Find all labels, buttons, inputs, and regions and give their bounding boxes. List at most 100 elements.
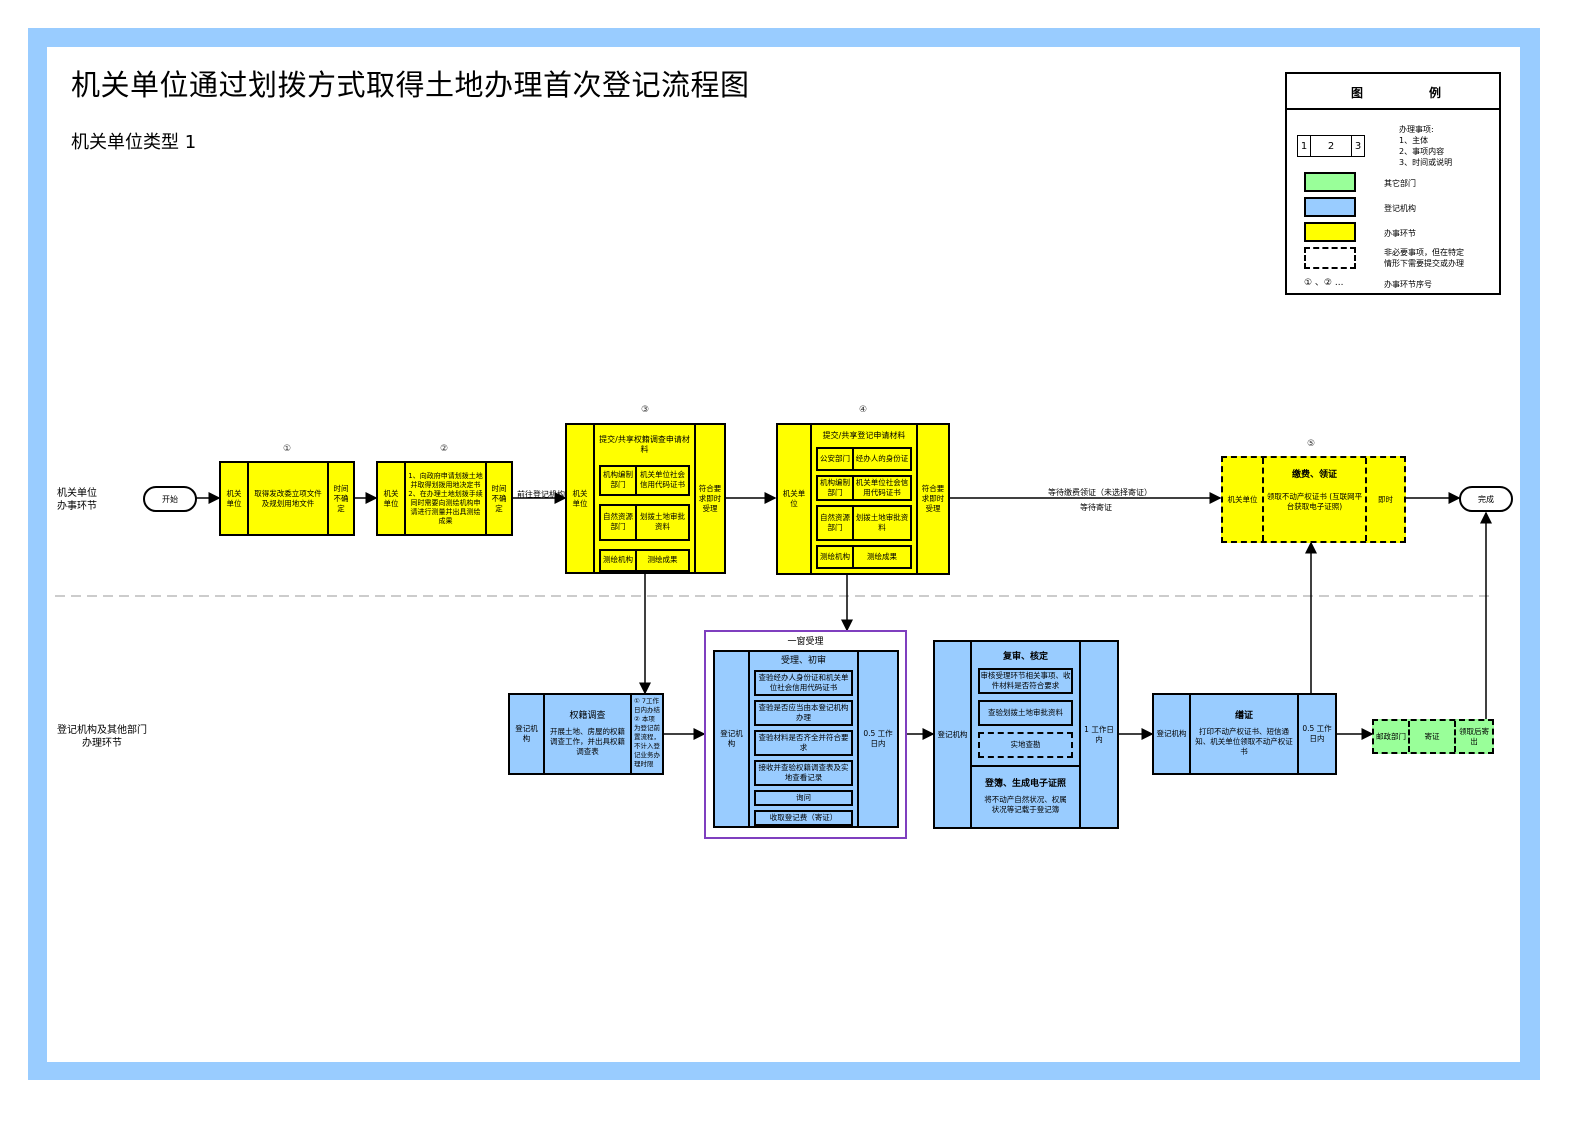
survey-note: ① 7工作日内办结 ② 本项为登记前置流程，不计入登记业务办理时限 (630, 695, 662, 773)
certificate-main: 缮证 打印不动产权证书、短信通知、机关单位领取不动产权证书 (1189, 695, 1297, 773)
legend-swatch-registration (1304, 197, 1356, 217)
lane-label-line: 机关单位 (57, 488, 97, 499)
step-header: 缴费、领证 (1291, 470, 1337, 480)
material-item: 机构编制部门 机关单位社会信用代码证书 (816, 475, 912, 501)
step-content: 领取不动产权证书 (互联网平台获取电子证照) (1266, 492, 1363, 511)
material-doc: 测绘成果 (867, 552, 897, 561)
post-subject: 邮政部门 (1376, 731, 1406, 741)
start-node[interactable]: 开始 (143, 486, 197, 512)
lane-label-line: 办事环节 (57, 501, 97, 512)
post-note: 领取后寄出 (1454, 721, 1492, 752)
survey-subject: 登记机构 (515, 724, 538, 743)
legend-swatch-applicant-step (1304, 222, 1356, 242)
legend-header: 图 例 (1287, 74, 1499, 110)
survey-header: 权籍调查 (569, 711, 606, 721)
legend-sample-cell: 1 (1298, 136, 1311, 156)
legend-line: 非必要事项，但在特定 (1384, 248, 1464, 257)
step-number: ③ (641, 405, 650, 415)
step-header: 提交/共享登记申请材料 (822, 431, 906, 440)
arrow-label-to-registry: 前往登记机构 (517, 490, 565, 499)
step-time: 符合要求即时受理 (694, 425, 724, 572)
step-number: ④ (859, 405, 868, 415)
review-item: 审核受理环节相关事项、收件材料是否符合要求 (978, 668, 1073, 694)
window-acceptance-frame (704, 630, 907, 839)
material-item: 机构编制部门 机关单位社会信用代码证书 (599, 465, 690, 496)
window-time: 0.5 工作日内 (857, 652, 897, 826)
lane-label-registry: 登记机构及其他部门 办理环节 (50, 724, 154, 750)
certificate-header: 缮证 (1234, 711, 1253, 721)
step-subject: 机关单位 (572, 488, 588, 508)
step-4-box[interactable]: 机关单位 提交/共享登记申请材料 公安部门 经办人的身份证 机构编制部门 机关单… (776, 423, 950, 575)
material-item: 自然资源部门 划拨土地审批资料 (816, 505, 912, 541)
legend-label-seq: 办事环节序号 (1384, 280, 1432, 289)
post-content: 寄证 (1408, 721, 1454, 752)
step-1-box[interactable]: 机关单位 取得发改委立项文件及规划用地文件 时间不确定 (219, 461, 355, 536)
arrow-label-wait-pay: 等待缴费领证（未选择寄证） (1048, 488, 1152, 497)
survey-main: 权籍调查 开展土地、房屋的权籍调查工作，并出具权籍调查表 (543, 695, 630, 773)
step-subject: 机关单位 (226, 488, 242, 508)
window-box[interactable]: 登记机构 受理、初审 查验经办人身份证和机关单位社会信用代码证书 查验是否应当由… (713, 650, 899, 828)
check-item: 查验材料是否齐全并符合要求 (754, 730, 853, 756)
material-doc: 经办人的身份证 (855, 454, 909, 463)
legend-item-desc: 办理事项: 1、主体 2、事项内容 3、时间或说明 (1399, 124, 1452, 168)
step-header: 提交/共享权籍调查申请材料 (599, 435, 690, 454)
review-item: 查验划拨土地审批资料 (978, 700, 1073, 726)
material-dept: 自然资源部门 (818, 507, 854, 539)
review-section: 复审、核定 审核受理环节相关事项、收件材料是否符合要求 查验划拨土地审批资料 实… (972, 642, 1079, 767)
step-subject: 机关单位 (383, 488, 399, 508)
material-dept: 测绘机构 (818, 547, 854, 567)
review-time: 1 工作日内 (1079, 642, 1117, 827)
legend-label-other-dept: 其它部门 (1384, 179, 1416, 188)
step-3-box[interactable]: 机关单位 提交/共享权籍调查申请材料 机构编制部门 机关单位社会信用代码证书 自… (565, 423, 726, 574)
step-2-box[interactable]: 机关单位 1、向政府申请划拨土地并取得划拨用地决定书 2、在办理土地划拨手续同时… (376, 461, 513, 536)
legend-sample-cell: 3 (1351, 136, 1364, 156)
window-header: 受理、初审 (780, 656, 826, 666)
step-5-box[interactable]: 机关单位 缴费、领证 领取不动产权证书 (互联网平台获取电子证照) 即时 (1221, 456, 1406, 543)
material-doc: 划拨土地审批资料 (640, 512, 685, 532)
post-office-box[interactable]: 邮政部门 寄证 领取后寄出 (1372, 719, 1494, 754)
step-time: 时间不确定 (485, 463, 511, 534)
survey-content: 开展土地、房屋的权籍调查工作，并出具权籍调查表 (550, 727, 625, 756)
material-doc: 划拨土地审批资料 (855, 513, 909, 532)
material-item: 测绘机构 测绘成果 (816, 545, 912, 569)
step-main: 缴费、领证 领取不动产权证书 (互联网平台获取电子证照) (1262, 458, 1365, 541)
check-item: 接收并查验权籍调查表及实地查看记录 (754, 760, 853, 786)
review-box[interactable]: 登记机构 复审、核定 审核受理环节相关事项、收件材料是否符合要求 查验划拨土地审… (933, 640, 1119, 829)
step-content: 取得发改委立项文件及规划用地文件 (247, 463, 327, 534)
step-number: ① (283, 444, 292, 454)
material-item: 测绘机构 测绘成果 (599, 548, 690, 572)
material-dept: 机构编制部门 (818, 477, 854, 499)
legend-line: 情形下需要提交或办理 (1384, 259, 1464, 268)
step-subject: 机关单位 (1227, 494, 1258, 504)
review-optional-item: 实地查勘 (978, 732, 1073, 758)
end-node[interactable]: 完成 (1459, 486, 1513, 512)
step-time: 时间不确定 (327, 463, 353, 534)
lane-label-line: 登记机构及其他部门 (57, 725, 147, 736)
certificate-box[interactable]: 登记机构 缮证 打印不动产权证书、短信通知、机关单位领取不动产权证书 0.5 工… (1152, 693, 1337, 775)
survey-box[interactable]: 登记机构 权籍调查 开展土地、房屋的权籍调查工作，并出具权籍调查表 ① 7工作日… (508, 693, 664, 775)
legend-seq-sample: ① 、② ... (1304, 278, 1344, 288)
legend-swatch-other-dept (1304, 172, 1356, 192)
legend-title-right: 例 (1429, 86, 1442, 100)
step-content: 1、向政府申请划拨土地并取得划拨用地决定书 2、在办理土地划拨手续同时需要向测绘… (404, 463, 485, 534)
legend-line: 1、主体 (1399, 136, 1429, 145)
material-dept: 公安部门 (818, 449, 854, 469)
lane-label-applicant: 机关单位 办事环节 (52, 487, 102, 513)
legend-sample-box: 1 2 3 (1297, 135, 1365, 157)
arrow-label-wait-mail: 等待寄证 (1080, 503, 1112, 512)
material-dept: 自然资源部门 (601, 505, 637, 539)
check-item: 查验经办人身份证和机关单位社会信用代码证书 (754, 670, 853, 696)
step-time: 符合要求即时受理 (916, 425, 948, 573)
certificate-subject: 登记机构 (1156, 729, 1187, 738)
lane-label-line: 办理环节 (82, 738, 122, 749)
check-item: 询问 (754, 790, 853, 806)
review-main: 复审、核定 审核受理环节相关事项、收件材料是否符合要求 查验划拨土地审批资料 实… (970, 642, 1079, 827)
check-item: 收取登记费（寄证） (754, 810, 853, 826)
legend-sample-cell: 2 (1327, 140, 1335, 152)
page-title: 机关单位通过划拨方式取得土地办理首次登记流程图 (71, 68, 750, 102)
check-item: 查验是否应当由本登记机构办理 (754, 700, 853, 726)
material-dept: 机构编制部门 (601, 467, 637, 494)
material-dept: 测绘机构 (601, 550, 637, 570)
legend-label-registration: 登记机构 (1384, 204, 1416, 213)
